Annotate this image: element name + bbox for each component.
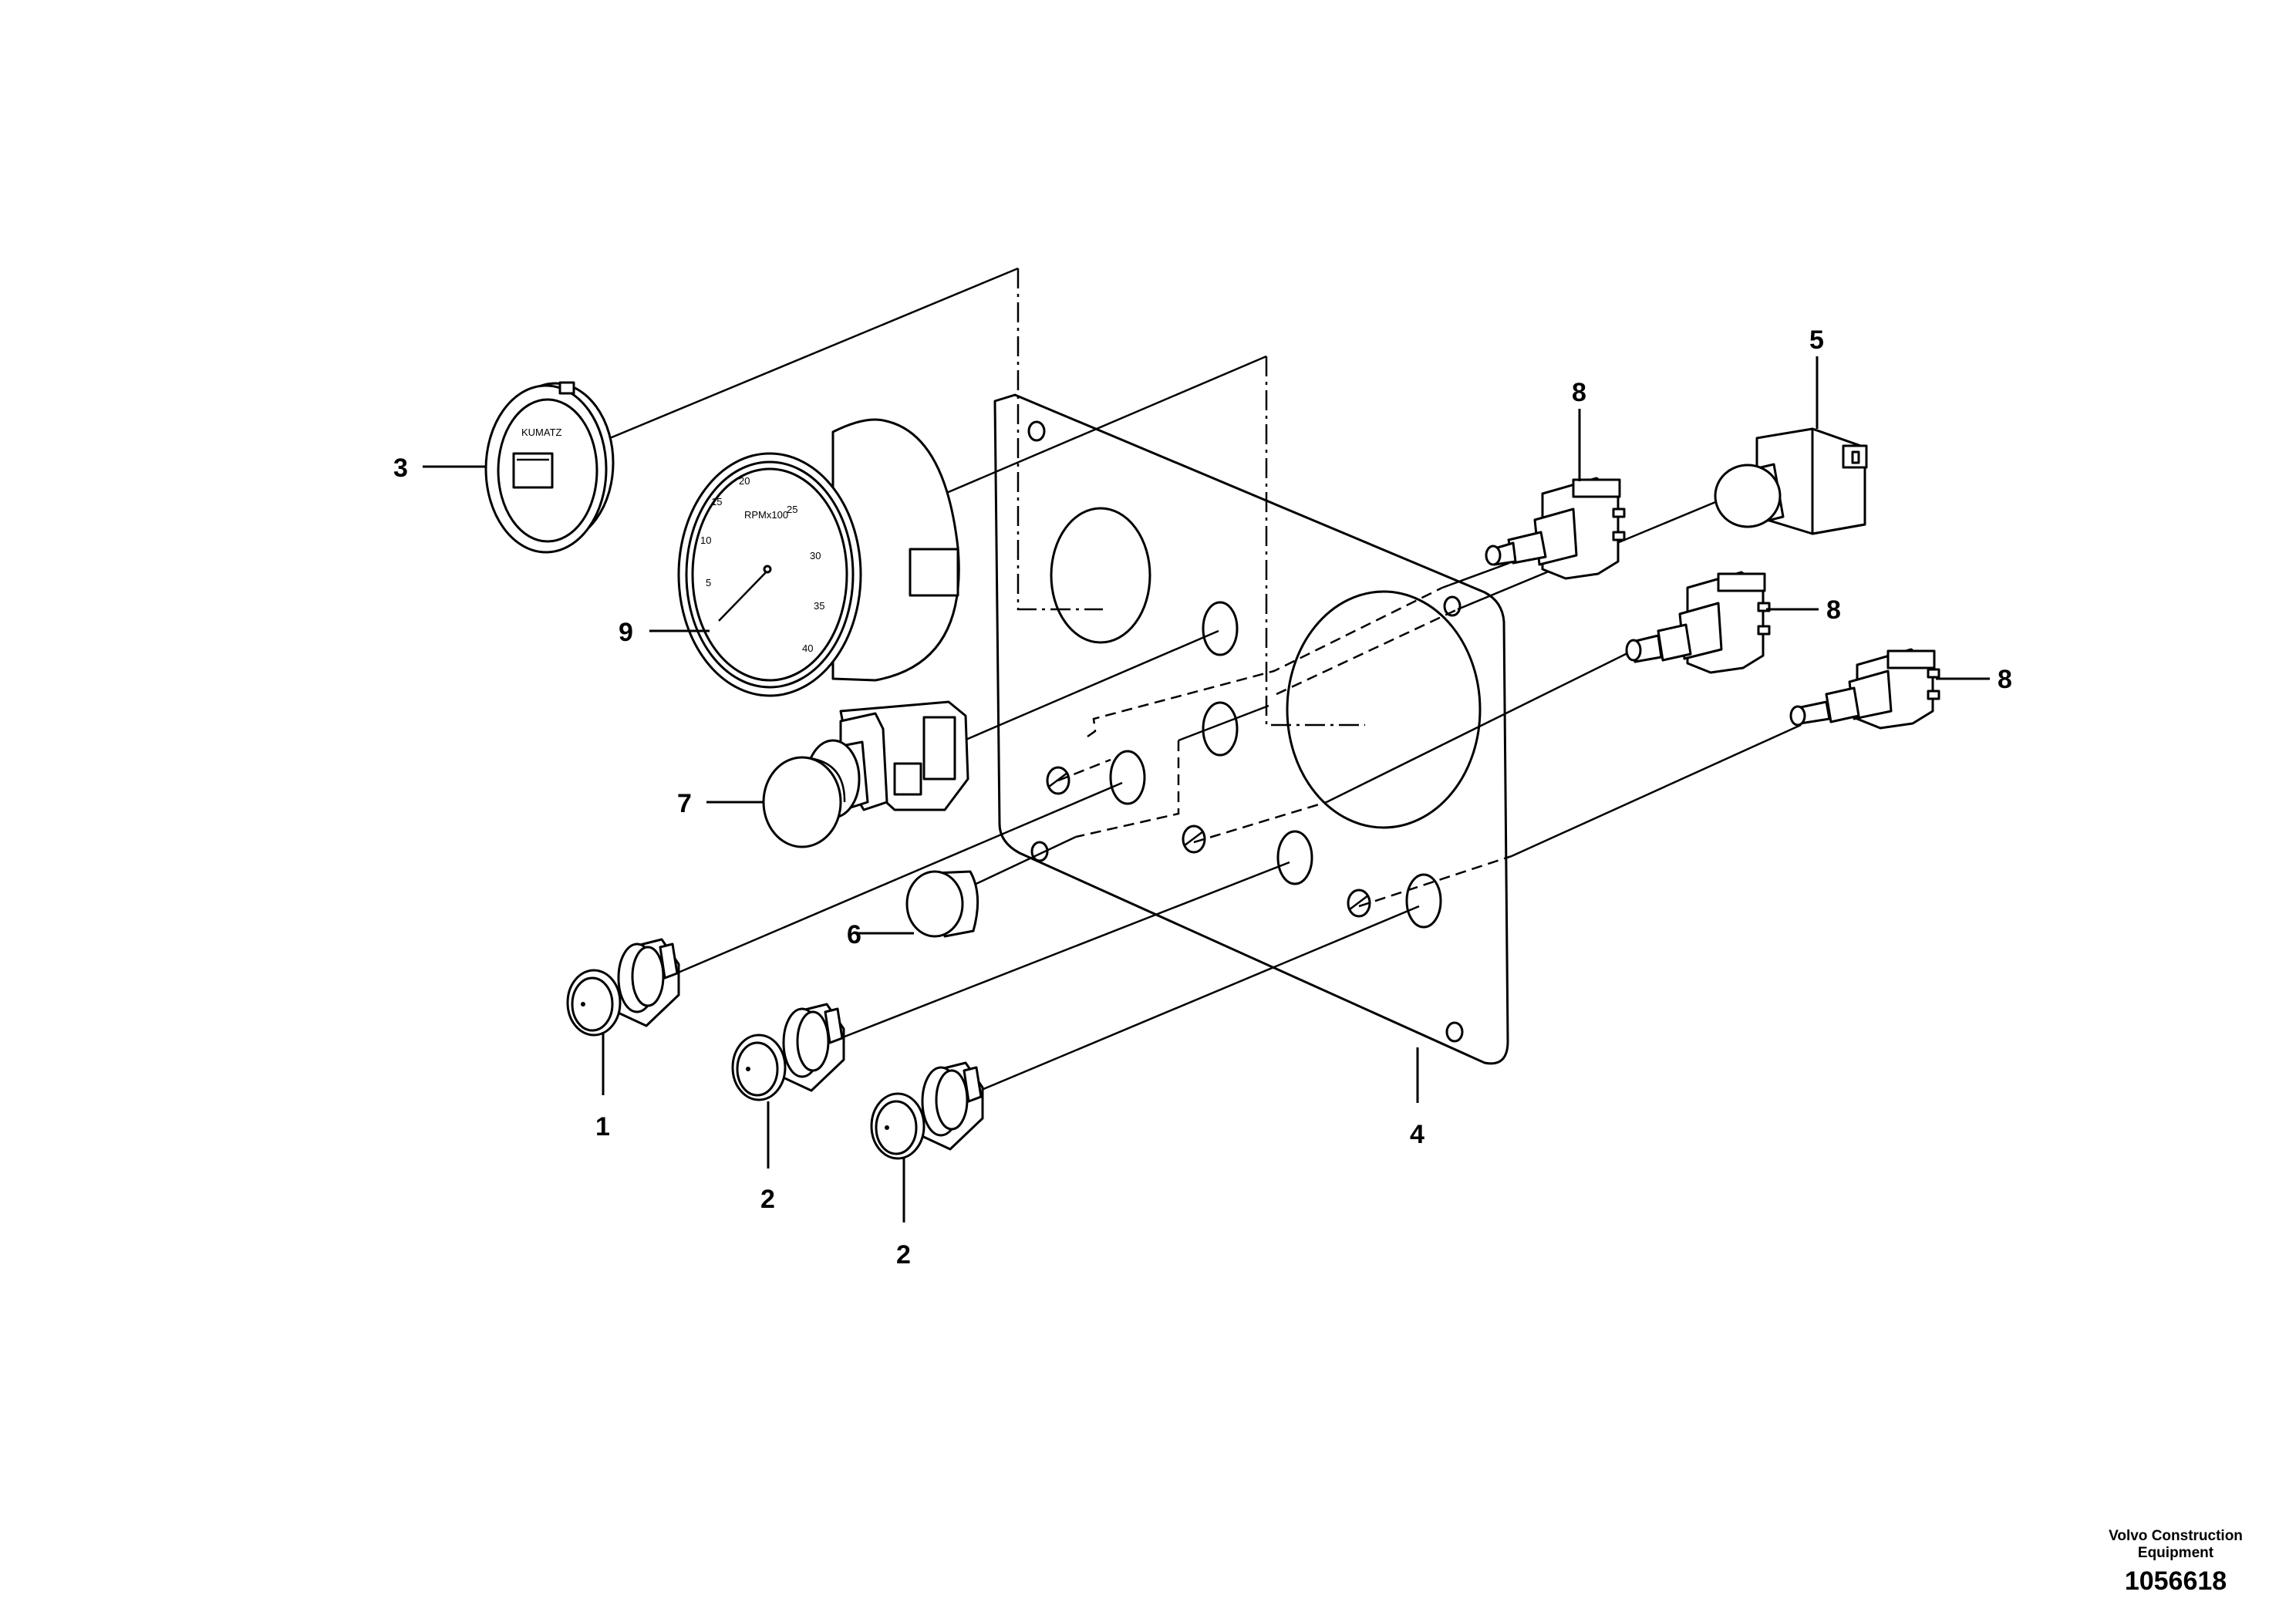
switch-hole-7 <box>1202 601 1239 656</box>
callout-8-bottom: 8 <box>1998 665 2012 694</box>
drawing-footer: Volvo Construction Equipment 1056618 <box>2091 1528 2261 1597</box>
indicator-light-2b <box>870 1061 984 1160</box>
drawing-number: 1056618 <box>2124 1566 2227 1596</box>
hourmeter-cutout <box>1050 507 1151 644</box>
indicator-hole-1 <box>1109 750 1146 805</box>
mounting-hole-top-left <box>1027 420 1046 442</box>
tach-scale-5: 5 <box>706 577 711 588</box>
callout-2-b: 2 <box>896 1240 911 1270</box>
toggle-hole-c <box>1347 889 1371 918</box>
tach-scale-40: 40 <box>802 642 813 654</box>
indicator-light-2a <box>731 1003 845 1101</box>
tachometer: RPMx100 5 10 15 20 25 30 35 40 <box>677 418 960 697</box>
tach-scale-25: 25 <box>787 504 797 515</box>
callout-2-a: 2 <box>760 1185 775 1214</box>
instrument-panel-plate <box>993 393 1509 1065</box>
hourmeter: KUMATZ <box>484 381 615 554</box>
tachometer-clamp <box>909 548 959 597</box>
tach-scale-15: 15 <box>711 496 722 508</box>
callout-5: 5 <box>1809 325 1824 355</box>
mounting-hole-top-right <box>1443 595 1462 617</box>
callout-8-top: 8 <box>1572 378 1586 407</box>
tachometer-needle <box>718 570 768 622</box>
callout-1: 1 <box>595 1112 610 1141</box>
indicator-lamp <box>905 870 979 938</box>
hourmeter-brand: KUMATZ <box>521 427 562 438</box>
tach-scale-20: 20 <box>739 475 750 487</box>
hourmeter-display <box>512 452 554 489</box>
assembly-lines <box>605 267 1802 1093</box>
lamp-hole-6 <box>1202 701 1239 757</box>
toggle-switch-middle <box>1625 571 1771 674</box>
callout-leaders <box>423 356 1990 1222</box>
tach-scale-10: 10 <box>700 534 711 546</box>
indicator-hole-2a <box>1276 830 1313 885</box>
mounting-hole-bottom-right <box>1445 1021 1464 1043</box>
callout-6: 6 <box>847 920 861 949</box>
tachometer-unit: RPMx100 <box>744 509 788 521</box>
indicator-hole-2b <box>1405 873 1442 929</box>
callout-9: 9 <box>619 618 633 647</box>
toggle-hole-b <box>1182 824 1206 854</box>
toggle-switch-top <box>1485 477 1626 580</box>
callout-8-middle: 8 <box>1826 595 1841 625</box>
indicator-light-1 <box>566 938 680 1037</box>
callout-3: 3 <box>393 454 408 483</box>
emergency-stop-switch <box>762 700 969 848</box>
rocker-switch <box>1714 427 1868 535</box>
tachometer-cutout <box>1286 590 1482 829</box>
callout-4: 4 <box>1410 1120 1424 1149</box>
tach-scale-30: 30 <box>810 550 821 561</box>
callout-7: 7 <box>677 789 692 818</box>
tach-scale-35: 35 <box>814 600 824 612</box>
toggle-switch-bottom <box>1789 648 1940 730</box>
company-name: Volvo Construction Equipment <box>2109 1528 2243 1561</box>
